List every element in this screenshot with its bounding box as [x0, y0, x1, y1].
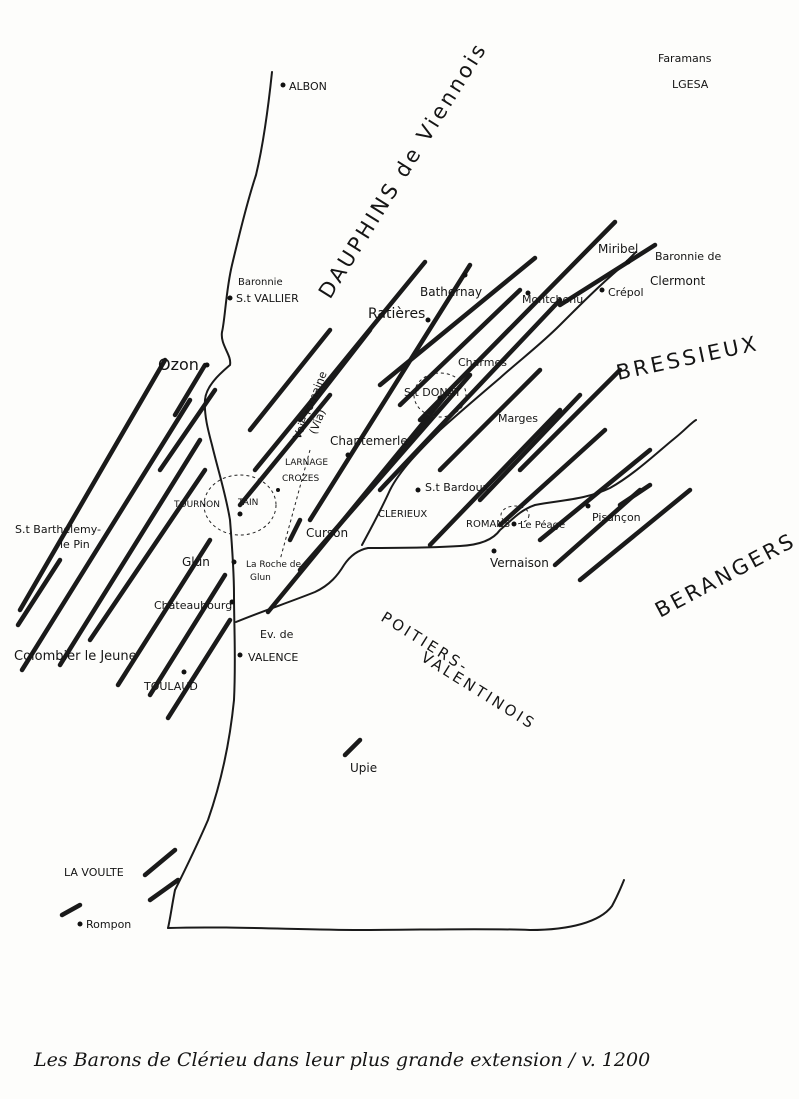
town-faramans: Faramans: [658, 52, 712, 65]
toulaud-dot: [181, 669, 187, 675]
town-larnage: LARNAGE: [285, 458, 328, 468]
town-tain: TAIN: [237, 498, 258, 508]
voie-romaine-road: [279, 449, 311, 561]
town-crozes: CROZES: [282, 474, 319, 484]
town-upie: Upie: [350, 761, 377, 775]
chateaubourg-dot: [229, 599, 235, 605]
pisancon-dot: [585, 503, 591, 509]
town-charmes: Charmes: [458, 356, 507, 369]
town-stvallier: S.t VALLIER: [236, 292, 299, 305]
romans-dot: [511, 521, 517, 527]
isere-river: [235, 419, 697, 623]
hatched-territory: [15, 219, 693, 918]
town-lavoulte: LA VOULTE: [64, 866, 124, 879]
town-laroche: La Roche de: [246, 560, 302, 570]
town-chantemerle: Chantemerle: [330, 434, 408, 448]
vernaison-dot: [491, 548, 497, 554]
albon-dot: [280, 82, 286, 88]
town-baronnie-label: Baronnie: [238, 277, 283, 288]
drome-river: [167, 879, 625, 931]
town-colombier: Colombier le Jeune: [14, 649, 137, 664]
tain-tournon-circle: [203, 474, 277, 536]
region-valentinois: VALENTINOIS: [418, 648, 540, 733]
town-curson: Curson: [306, 526, 348, 540]
chantemerle-dot: [345, 452, 351, 458]
town-baronnie-clermont: Baronnie de: [655, 250, 722, 263]
town-rompon: Rompon: [86, 918, 131, 931]
rhone-river: [167, 71, 273, 929]
ratieres-dot: [425, 317, 431, 323]
town-montchenu: Montchenu: [522, 293, 583, 306]
miribel-dot: [625, 259, 631, 265]
town-eveque: Ev. de: [260, 628, 294, 641]
crepol-dot: [599, 287, 605, 293]
town-ratieres: Ratières: [368, 306, 425, 322]
map-caption: Les Barons de Clérieu dans leur plus gra…: [33, 1049, 650, 1071]
town-ozon: Ozon: [158, 355, 199, 374]
stbardoux-dot: [415, 487, 421, 493]
bathernay-dot: [462, 272, 468, 278]
stvallier-dot: [227, 295, 233, 301]
town-pisancon: Pisançon: [592, 511, 641, 524]
ozon-dot: [204, 362, 210, 368]
town-tournon: TOURNON: [173, 500, 220, 510]
town-clerieux: CLERIEUX: [378, 509, 427, 520]
town-bathernay: Bathernay: [420, 285, 482, 299]
town-chateaubourg: Chateaubourg: [154, 599, 232, 612]
crozes-dot: [276, 488, 280, 492]
town-stbarthelemy: S.t Barthelemy-: [15, 523, 101, 536]
stdonat-dot: [437, 395, 443, 401]
town-laroche-glun: Glun: [250, 573, 271, 583]
town-crepol: Crépol: [608, 286, 644, 299]
town-stbardoux: S.t Bardoux: [425, 481, 490, 494]
region-bressieux: BRESSIEUX: [614, 331, 761, 385]
town-peage: Le Péage: [520, 519, 565, 531]
glun-dot: [231, 559, 237, 565]
town-stdonat: S.t DONAT: [404, 386, 461, 399]
town-vernaison: Vernaison: [490, 556, 549, 570]
montchenu-dot: [525, 290, 531, 296]
rompon-dot: [77, 921, 83, 927]
town-toulaud: TOULAUD: [143, 680, 198, 693]
town-romans: ROMANS: [466, 519, 510, 530]
tain-dot: [237, 511, 243, 517]
stdonat-circle: [413, 372, 467, 418]
town-faramans-2: LGESA: [672, 78, 709, 91]
region-dauphins: DAUPHINS de Viennois: [314, 37, 492, 302]
town-glun: Glun: [182, 555, 210, 569]
town-clermont: Clermont: [650, 274, 705, 288]
town-marges: Marges: [498, 412, 538, 425]
valence-dot: [237, 652, 243, 658]
town-miribel: Miribel: [598, 242, 638, 256]
region-berangers: BERANGERS: [651, 528, 799, 622]
town-valence: VALENCE: [248, 651, 298, 664]
town-albon: ALBON: [289, 80, 327, 93]
town-lepin: le Pin: [60, 538, 90, 551]
